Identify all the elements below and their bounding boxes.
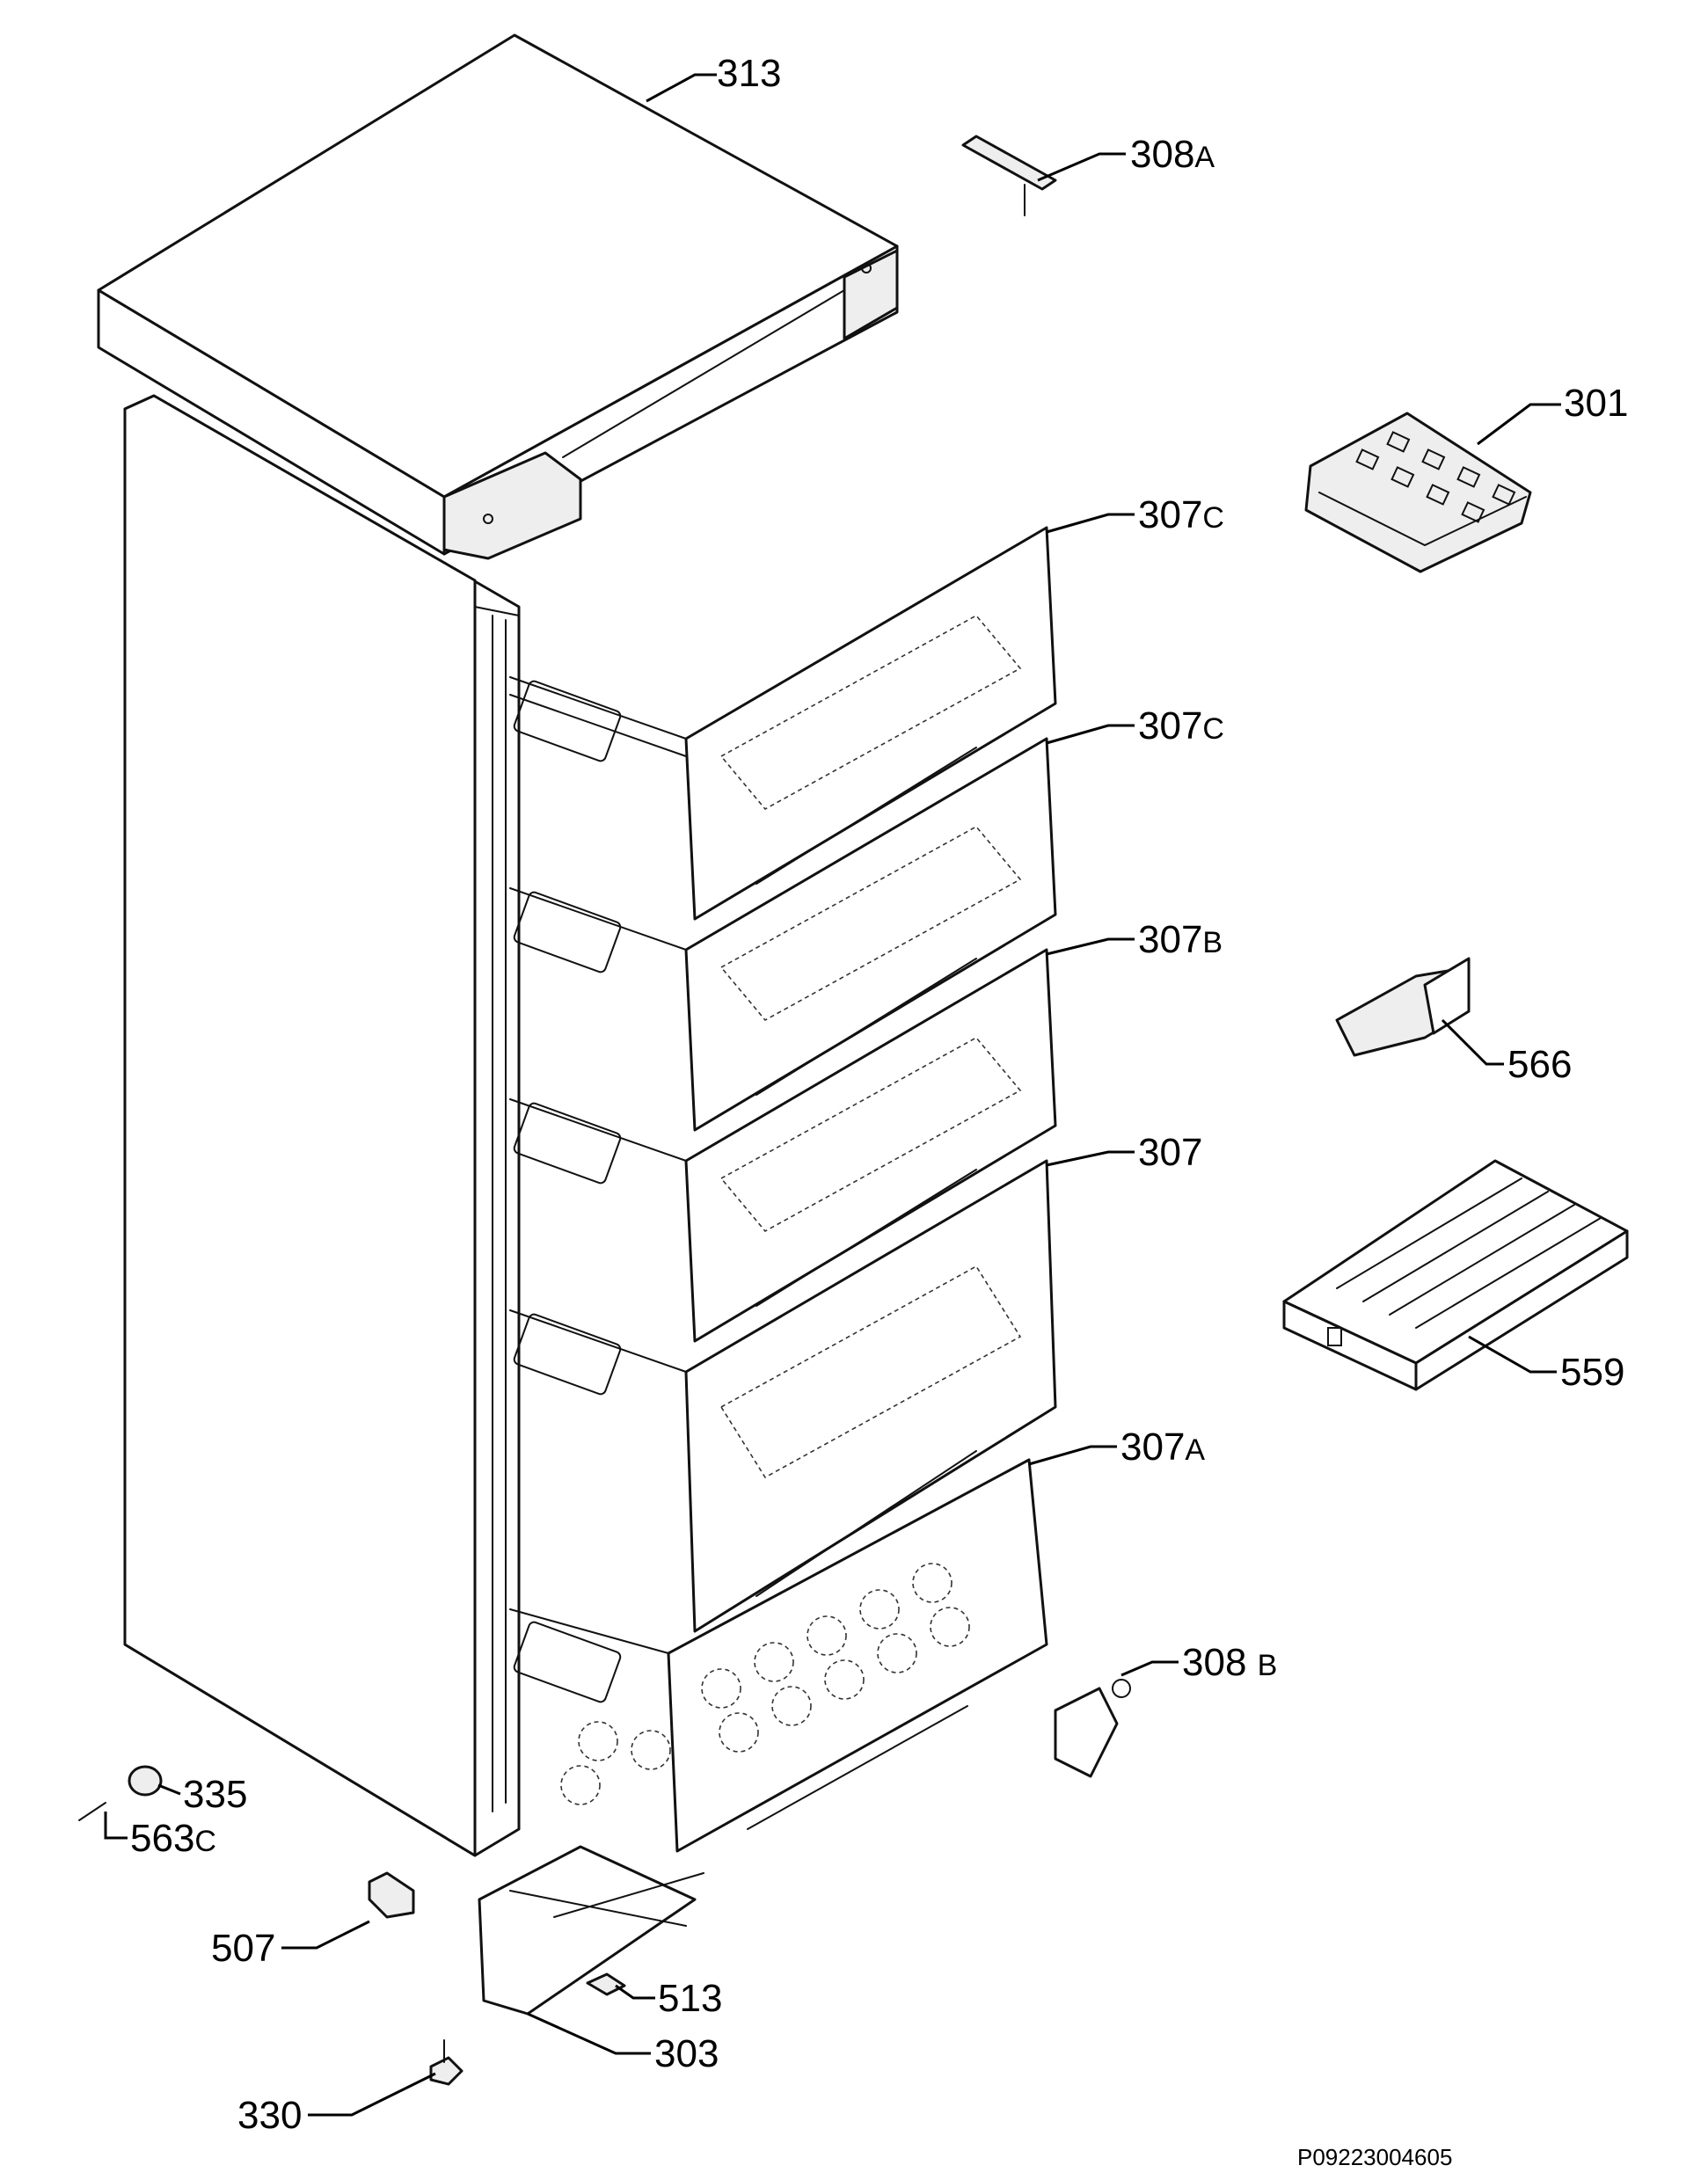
label-566: 566	[1507, 1043, 1572, 1086]
label-507: 507	[211, 1927, 275, 1970]
drawer-307a	[509, 1458, 1048, 1853]
label-307c-second: 307C	[1138, 704, 1224, 747]
drawer-307	[509, 1159, 1057, 1633]
cabinet-body	[123, 394, 521, 1857]
label-330: 330	[237, 2094, 302, 2137]
ice-tray-301	[1304, 412, 1532, 573]
pin-563c	[78, 1802, 106, 1821]
label-301: 301	[1564, 382, 1628, 425]
part-labels: 313 308A 301 307C 307C 307B 566 307 559 …	[130, 52, 1628, 2137]
label-307a: 307A	[1120, 1425, 1205, 1469]
label-303: 303	[654, 2032, 719, 2075]
drawer-307c-top	[509, 526, 1057, 921]
label-335: 335	[183, 1773, 247, 1816]
foot-335	[128, 1765, 163, 1797]
label-563c: 563C	[130, 1817, 216, 1860]
scraper-566	[1335, 957, 1471, 1057]
label-308a: 308A	[1130, 133, 1215, 176]
label-513: 513	[658, 1977, 722, 2020]
screw-foot-330	[429, 2039, 463, 2086]
label-307: 307	[1138, 1131, 1202, 1174]
document-code: P09223004605	[1297, 2144, 1452, 2170]
clip-507	[368, 1871, 415, 1919]
plinth-303	[478, 1845, 704, 2016]
hinge-308b	[1054, 1679, 1131, 1778]
top-cover-313	[97, 33, 899, 560]
button-513	[586, 1972, 626, 1996]
cold-accumulator-559	[1282, 1159, 1629, 1391]
hinge-308a	[961, 135, 1057, 216]
label-559: 559	[1560, 1351, 1624, 1394]
label-307b: 307B	[1138, 918, 1223, 961]
label-308b: 308 B	[1182, 1641, 1277, 1684]
label-307c-top: 307C	[1138, 493, 1224, 536]
leader-lines	[104, 73, 1561, 2117]
drawer-307b	[509, 948, 1057, 1343]
drawer-307c-second	[509, 737, 1057, 1132]
label-313: 313	[717, 52, 781, 95]
